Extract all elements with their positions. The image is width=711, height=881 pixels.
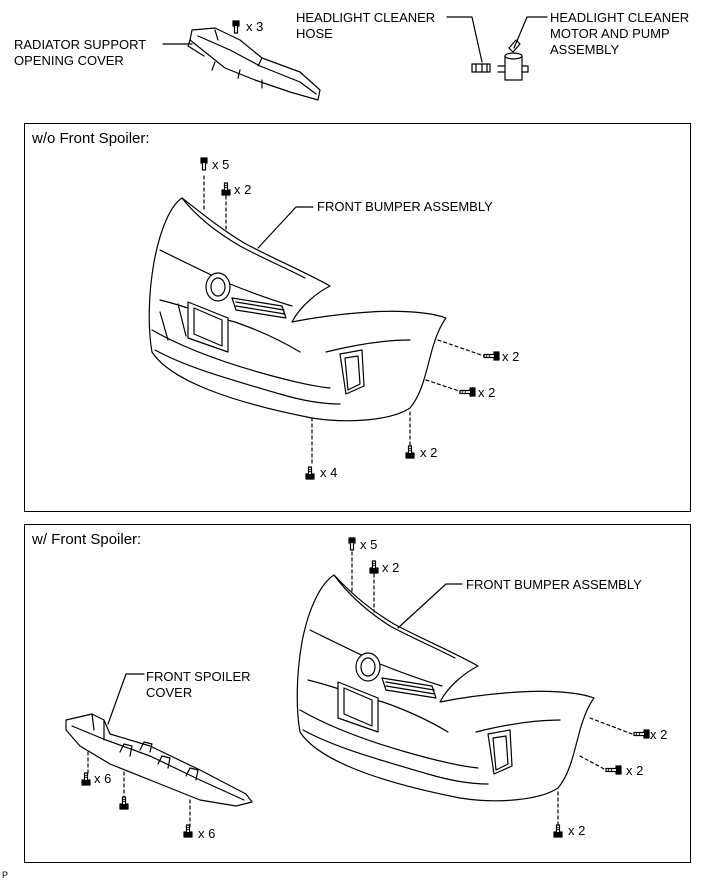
- panel1-qty-bottom-right: x 2: [420, 445, 438, 460]
- footer-code: P: [2, 870, 9, 880]
- panel2-qty-top-clips: x 5: [360, 537, 378, 552]
- bumper2-leader: [397, 583, 463, 629]
- panel2-qty-bottom-right: x 2: [568, 823, 586, 838]
- panel1-qty-side-lower: x 2: [478, 385, 496, 400]
- pump-label-line1: HEADLIGHT CLEANER: [550, 10, 690, 25]
- hose-label: HEADLIGHT CLEANER HOSE: [296, 10, 435, 42]
- panel2-qty-side-lower: x 2: [626, 763, 644, 778]
- panel1-qty-side-upper: x 2: [502, 349, 520, 364]
- spoiler-cover-label: FRONT SPOILER COVER: [146, 669, 251, 701]
- pump-label: HEADLIGHT CLEANER MOTOR AND PUMP ASSEMBL…: [550, 10, 689, 58]
- radiator-support-cover-label: RADIATOR SUPPORT OPENING COVER: [14, 37, 146, 69]
- pump-label-line3: ASSEMBLY: [550, 42, 620, 57]
- pump-assembly-drawing: [497, 39, 529, 81]
- panel2-qty-side-upper: x 2: [650, 727, 668, 742]
- front-bumper-assembly-2-drawing: [296, 574, 595, 802]
- radiator-label-line2: OPENING COVER: [14, 53, 124, 68]
- radiator-label-line1: RADIATOR SUPPORT: [14, 37, 147, 52]
- radiator-clip-qty: x 3: [246, 19, 264, 34]
- bumper1-leader: [257, 206, 314, 249]
- panel2-bumper-label: FRONT BUMPER ASSEMBLY: [466, 577, 642, 592]
- radiator-clip-icon: [232, 20, 240, 34]
- hose-label-line1: HEADLIGHT CLEANER: [296, 10, 436, 25]
- hose-leader: [446, 16, 483, 63]
- hose-label-line2: HOSE: [296, 26, 333, 41]
- panel1-bumper-label: FRONT BUMPER ASSEMBLY: [317, 199, 493, 214]
- front-bumper-assembly-1-drawing: [148, 197, 447, 422]
- front-spoiler-cover-drawing: [65, 713, 253, 807]
- pump-leader: [513, 16, 548, 49]
- panel1-qty-top-screws: x 2: [234, 182, 252, 197]
- panel2-title: w/ Front Spoiler:: [32, 531, 142, 548]
- panel1-qty-top-clips: x 5: [212, 157, 230, 172]
- panel2-qty-spoiler-left: x 6: [94, 771, 112, 786]
- panel1-qty-bottom-center: x 4: [320, 465, 338, 480]
- panel-with-front-spoiler: [24, 524, 691, 863]
- radiator-support-cover-drawing: [187, 27, 321, 101]
- spoiler-leader: [107, 673, 145, 725]
- panel-without-front-spoiler: [24, 123, 691, 512]
- headlight-cleaner-hose-drawing: [471, 63, 491, 73]
- spoiler-label-line2: COVER: [146, 685, 193, 700]
- panel2-qty-top-screws: x 2: [382, 560, 400, 575]
- pump-label-line2: MOTOR AND PUMP: [550, 26, 670, 41]
- panel1-title: w/o Front Spoiler:: [32, 130, 150, 147]
- panel2-qty-spoiler-bottom: x 6: [198, 826, 216, 841]
- spoiler-label-line1: FRONT SPOILER: [146, 669, 251, 684]
